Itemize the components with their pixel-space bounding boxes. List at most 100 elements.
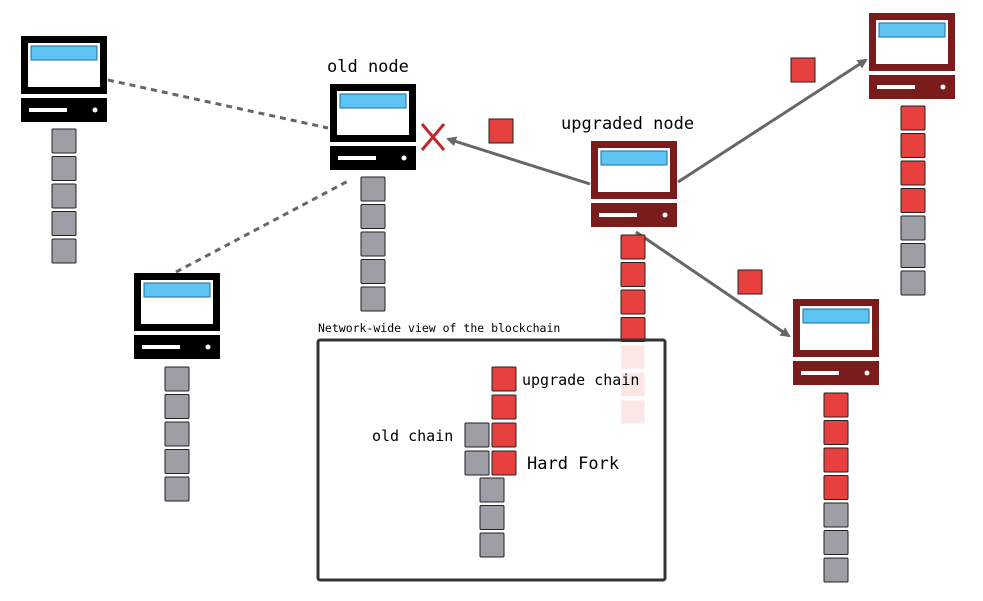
chain-block — [823, 530, 849, 555]
old-chain-label: old chain — [372, 427, 453, 445]
chain-block — [360, 259, 386, 284]
chain-block — [620, 317, 646, 342]
chain-block — [620, 344, 646, 370]
chain-block — [900, 105, 926, 131]
chain-block — [620, 234, 646, 260]
chain-block — [360, 176, 386, 202]
power-light — [662, 212, 668, 218]
chain-block — [900, 133, 926, 158]
transit-block — [488, 118, 514, 144]
reject-x-icon — [420, 123, 446, 151]
chain-block — [51, 128, 77, 154]
node-chain — [823, 392, 849, 583]
chain-block — [464, 450, 490, 476]
connections — [107, 58, 868, 338]
screen-bar — [878, 22, 946, 38]
nodes — [21, 13, 955, 583]
computer-icon — [869, 13, 955, 99]
chain-block — [51, 156, 77, 181]
chain-block — [823, 502, 849, 528]
drive-slot — [142, 345, 180, 349]
chain-block — [164, 476, 190, 502]
chain-block — [479, 532, 505, 558]
chain-block — [464, 422, 490, 448]
node-chain — [51, 128, 77, 264]
transit-blocks — [488, 57, 816, 295]
chain-block — [164, 366, 190, 392]
power-light — [401, 155, 407, 161]
chain-block — [900, 243, 926, 268]
power-light — [940, 84, 946, 90]
computer-icon — [330, 84, 416, 170]
chain-block — [620, 289, 646, 315]
old-node-lower-left — [134, 273, 220, 502]
power-light — [864, 370, 870, 376]
drive-slot — [338, 156, 376, 160]
screen-bar — [143, 282, 211, 298]
chain-block — [491, 366, 517, 392]
chain-block — [823, 392, 849, 418]
upgraded-node-top-right — [869, 13, 955, 296]
chain-block — [823, 557, 849, 583]
computer-icon — [793, 299, 879, 385]
drive-slot — [801, 371, 839, 375]
chain-block — [360, 286, 386, 312]
chain-block — [620, 372, 646, 397]
computer-icon — [134, 273, 220, 359]
chain-block — [51, 183, 77, 209]
screen-bar — [600, 150, 668, 166]
dashed-link-old-node-to-lower-left — [175, 178, 351, 274]
old-node-label: old node — [327, 57, 409, 77]
chain-block — [900, 215, 926, 241]
node-chain — [164, 366, 190, 502]
node-chain — [360, 176, 386, 312]
node-chain — [620, 234, 646, 425]
arrow-upgraded-to-old-node — [446, 136, 591, 186]
chain-block — [900, 270, 926, 296]
network-view-frame — [316, 338, 667, 582]
chain-block — [900, 160, 926, 186]
network-view-title: Network-wide view of the blockchain — [318, 321, 560, 335]
dashed-link-top-left-to-old-node — [107, 78, 329, 130]
power-light — [92, 107, 98, 113]
chain-block — [491, 394, 517, 420]
hard-fork-label: Hard Fork — [527, 454, 619, 474]
chain-block — [164, 449, 190, 474]
chain-block — [823, 475, 849, 500]
arrow-upgraded-to-lower-right — [635, 230, 791, 338]
chain-block — [491, 422, 517, 448]
screen-bar — [802, 308, 870, 324]
chain-block — [620, 262, 646, 287]
upgrade-chain-label: upgrade chain — [522, 371, 639, 389]
chain-block — [620, 399, 646, 425]
upgraded-node-center — [591, 141, 677, 425]
upgraded-node-lower-right — [793, 299, 879, 583]
node-chain — [900, 105, 926, 296]
old-node-center — [330, 84, 416, 312]
chain-block — [51, 238, 77, 264]
transit-block — [737, 269, 763, 295]
drive-slot — [599, 213, 637, 217]
chain-block — [479, 477, 505, 503]
chain-block — [360, 204, 386, 229]
power-light — [205, 344, 211, 350]
drive-slot — [29, 108, 67, 112]
chain-block — [164, 421, 190, 447]
chain-block — [164, 394, 190, 419]
network-view-panel: Network-wide view of the blockchain upgr… — [316, 321, 667, 582]
computer-icon — [21, 36, 107, 122]
chain-block — [479, 505, 505, 530]
inset-chains — [464, 366, 517, 558]
chain-block — [823, 447, 849, 473]
chain-block — [491, 450, 517, 476]
chain-block — [51, 211, 77, 236]
computer-icon — [591, 141, 677, 227]
screen-bar — [339, 93, 407, 109]
chain-block — [360, 231, 386, 257]
transit-block — [790, 57, 816, 83]
old-node-top-left — [21, 36, 107, 264]
chain-block — [900, 188, 926, 213]
screen-bar — [30, 45, 98, 61]
chain-block — [823, 420, 849, 445]
